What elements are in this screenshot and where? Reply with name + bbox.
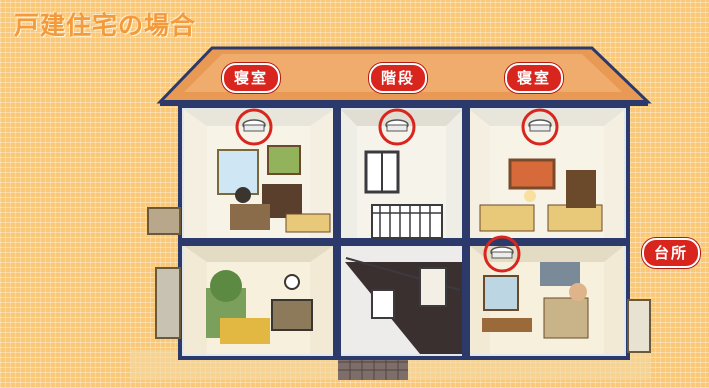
room-bedroom-left [184, 110, 333, 238]
room-kitchen [470, 246, 624, 354]
smoke-detector-icon [483, 235, 521, 273]
label-kitchen: 台所 [642, 238, 701, 268]
smoke-detector-icon [378, 108, 416, 146]
room-entrance [341, 246, 462, 354]
side-details [147, 207, 651, 353]
label-stairs: 階段 [369, 63, 428, 93]
smoke-detector-icon [521, 108, 559, 146]
label-bedroom-left: 寝室 [222, 63, 281, 93]
smoke-detector-icon [235, 108, 273, 146]
page-heading: 戸建住宅の場合 [14, 11, 197, 40]
label-bedroom-right: 寝室 [505, 63, 564, 93]
room-living [184, 246, 333, 354]
